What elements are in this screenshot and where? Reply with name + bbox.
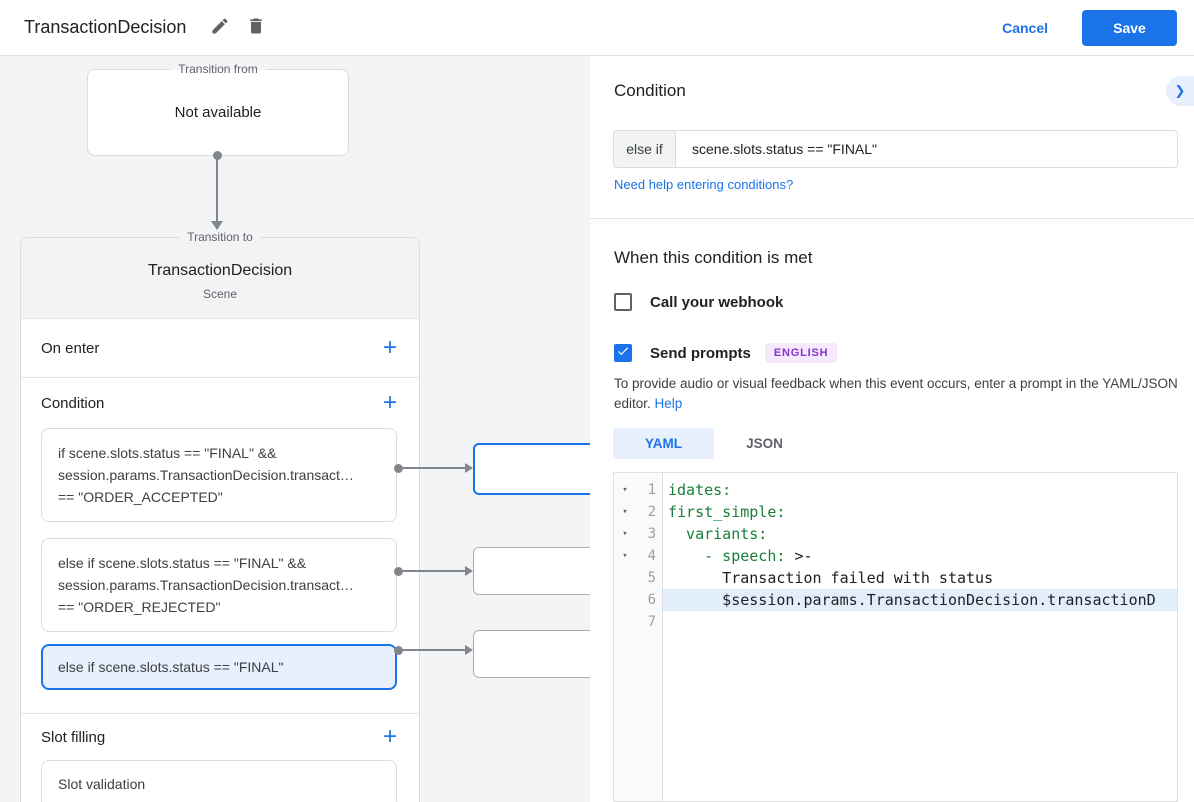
add-on-enter-button[interactable]: + <box>382 334 397 361</box>
condition-label: Condition <box>41 394 105 412</box>
line-number: 5 <box>647 570 656 586</box>
arrow-right-icon <box>465 645 473 655</box>
condition-input-row: else if scene.slots.status == "FINAL" <box>613 130 1178 168</box>
flow-canvas: Transition from Not available Transition… <box>0 56 590 802</box>
target-scene-box-2[interactable] <box>473 547 590 595</box>
editor-gutter <box>614 473 663 801</box>
condition-text: == "ORDER_REJECTED" <box>58 599 221 615</box>
top-bar: TransactionDecision Cancel Save <box>0 0 1194 56</box>
code-line: ▾ 1 idates: <box>614 479 1177 501</box>
line-number: 1 <box>647 482 656 498</box>
fold-arrow-icon[interactable]: ▾ <box>622 485 628 495</box>
connector-dot <box>394 464 403 473</box>
on-enter-label: On enter <box>41 339 100 357</box>
tab-json[interactable]: JSON <box>746 436 783 451</box>
connector-dot <box>213 151 222 160</box>
on-enter-row: On enter + <box>21 319 419 378</box>
condition-detail-panel: Condition ❯ else if scene.slots.status =… <box>590 56 1194 802</box>
call-webhook-checkbox[interactable] <box>614 293 632 311</box>
transition-from-legend: Transition from <box>170 62 266 77</box>
condition-text: == "ORDER_ACCEPTED" <box>58 489 223 505</box>
edit-title-button[interactable] <box>210 16 230 39</box>
arrow-right-icon <box>465 566 473 576</box>
condition-panel-heading: Condition <box>614 81 686 100</box>
code-line: ▾ 4 - speech: >- <box>614 545 1177 567</box>
language-badge: ENGLISH <box>764 343 838 363</box>
transition-from-label: Not available <box>174 104 262 121</box>
connector-dot <box>394 646 403 655</box>
slot-validation-label: Slot validation <box>58 776 146 792</box>
connector-line <box>216 158 218 222</box>
condition-text: session.params.TransactionDecision.trans… <box>58 467 354 483</box>
delete-scene-button[interactable] <box>246 16 266 39</box>
scene-header: TransactionDecision Scene <box>21 238 419 319</box>
condition-prefix: else if <box>614 131 676 167</box>
code-line: 7 <box>614 611 1177 633</box>
call-webhook-label: Call your webhook <box>650 293 784 311</box>
yaml-code-editor[interactable]: ▾ 1 idates: ▾ 2 first_simple: ▾ 3 varian… <box>613 472 1178 802</box>
transition-from-box[interactable]: Transition from Not available <box>87 62 349 156</box>
arrow-right-icon <box>465 463 473 473</box>
line-number: 3 <box>647 526 656 542</box>
transition-to-card: Transition to TransactionDecision Scene … <box>20 230 420 802</box>
check-icon <box>616 344 630 363</box>
line-number: 6 <box>647 592 656 608</box>
arrow-down-icon <box>211 221 223 230</box>
code-line-highlighted: 6 $session.params.TransactionDecision.tr… <box>614 589 1177 611</box>
webhook-row: Call your webhook <box>614 293 783 311</box>
help-link[interactable]: Help <box>654 396 683 411</box>
slot-filling-label: Slot filling <box>41 728 106 746</box>
send-prompts-checkbox[interactable] <box>614 344 632 362</box>
fold-arrow-icon[interactable]: ▾ <box>622 551 628 561</box>
condition-expression-input[interactable]: scene.slots.status == "FINAL" <box>692 141 878 157</box>
condition-text: else if scene.slots.status == "FINAL" <box>58 659 284 675</box>
condition-card-1[interactable]: if scene.slots.status == "FINAL" && sess… <box>41 428 397 522</box>
condition-text: else if scene.slots.status == "FINAL" && <box>58 555 307 571</box>
condition-text: if scene.slots.status == "FINAL" && <box>58 445 277 461</box>
scene-title: TransactionDecision <box>147 261 293 279</box>
connector-line <box>403 649 465 651</box>
scene-subtitle: Scene <box>202 286 238 301</box>
save-button[interactable]: Save <box>1082 9 1177 46</box>
code-line: ▾ 3 variants: <box>614 523 1177 545</box>
condition-help-link[interactable]: Need help entering conditions? <box>614 177 794 192</box>
condition-card-3-selected[interactable]: else if scene.slots.status == "FINAL" <box>41 644 397 690</box>
fold-arrow-icon[interactable]: ▾ <box>622 529 628 539</box>
prompt-helper-text: To provide audio or visual feedback when… <box>614 374 1190 414</box>
target-scene-box-3[interactable] <box>473 630 590 678</box>
pencil-icon <box>210 16 230 39</box>
condition-text: session.params.TransactionDecision.trans… <box>58 577 354 593</box>
code-line: 5 Transaction failed with status <box>614 567 1177 589</box>
slot-filling-row: Slot filling + <box>21 714 419 760</box>
condition-section: Condition + if scene.slots.status == "FI… <box>21 378 419 714</box>
helper-text-body: To provide audio or visual feedback when… <box>614 376 1178 411</box>
line-number: 2 <box>647 504 656 520</box>
divider <box>590 218 1194 219</box>
editor-tabs: YAML JSON <box>613 428 815 459</box>
send-prompts-row: Send prompts ENGLISH <box>614 343 838 363</box>
line-number: 4 <box>647 548 656 564</box>
connector-dot <box>394 567 403 576</box>
cancel-button[interactable]: Cancel <box>1002 19 1048 36</box>
slot-validation-card[interactable]: Slot validation <box>41 760 397 802</box>
code-line: ▾ 2 first_simple: <box>614 501 1177 523</box>
send-prompts-label: Send prompts <box>650 344 751 362</box>
when-condition-heading: When this condition is met <box>614 248 813 267</box>
fold-arrow-icon[interactable]: ▾ <box>622 507 628 517</box>
add-condition-button[interactable]: + <box>382 389 397 416</box>
connector-line <box>403 467 465 469</box>
collapse-panel-button[interactable]: ❯ <box>1166 76 1194 106</box>
condition-card-2[interactable]: else if scene.slots.status == "FINAL" &&… <box>41 538 397 632</box>
connector-line <box>403 570 465 572</box>
tab-yaml[interactable]: YAML <box>613 428 714 459</box>
line-number: 7 <box>647 614 656 630</box>
trash-icon <box>246 16 266 39</box>
target-scene-box-1[interactable] <box>473 443 590 495</box>
transition-to-legend: Transition to <box>179 230 261 245</box>
add-slot-button[interactable]: + <box>382 723 397 750</box>
page-title: TransactionDecision <box>24 17 187 37</box>
chevron-right-icon: ❯ <box>1174 83 1186 98</box>
